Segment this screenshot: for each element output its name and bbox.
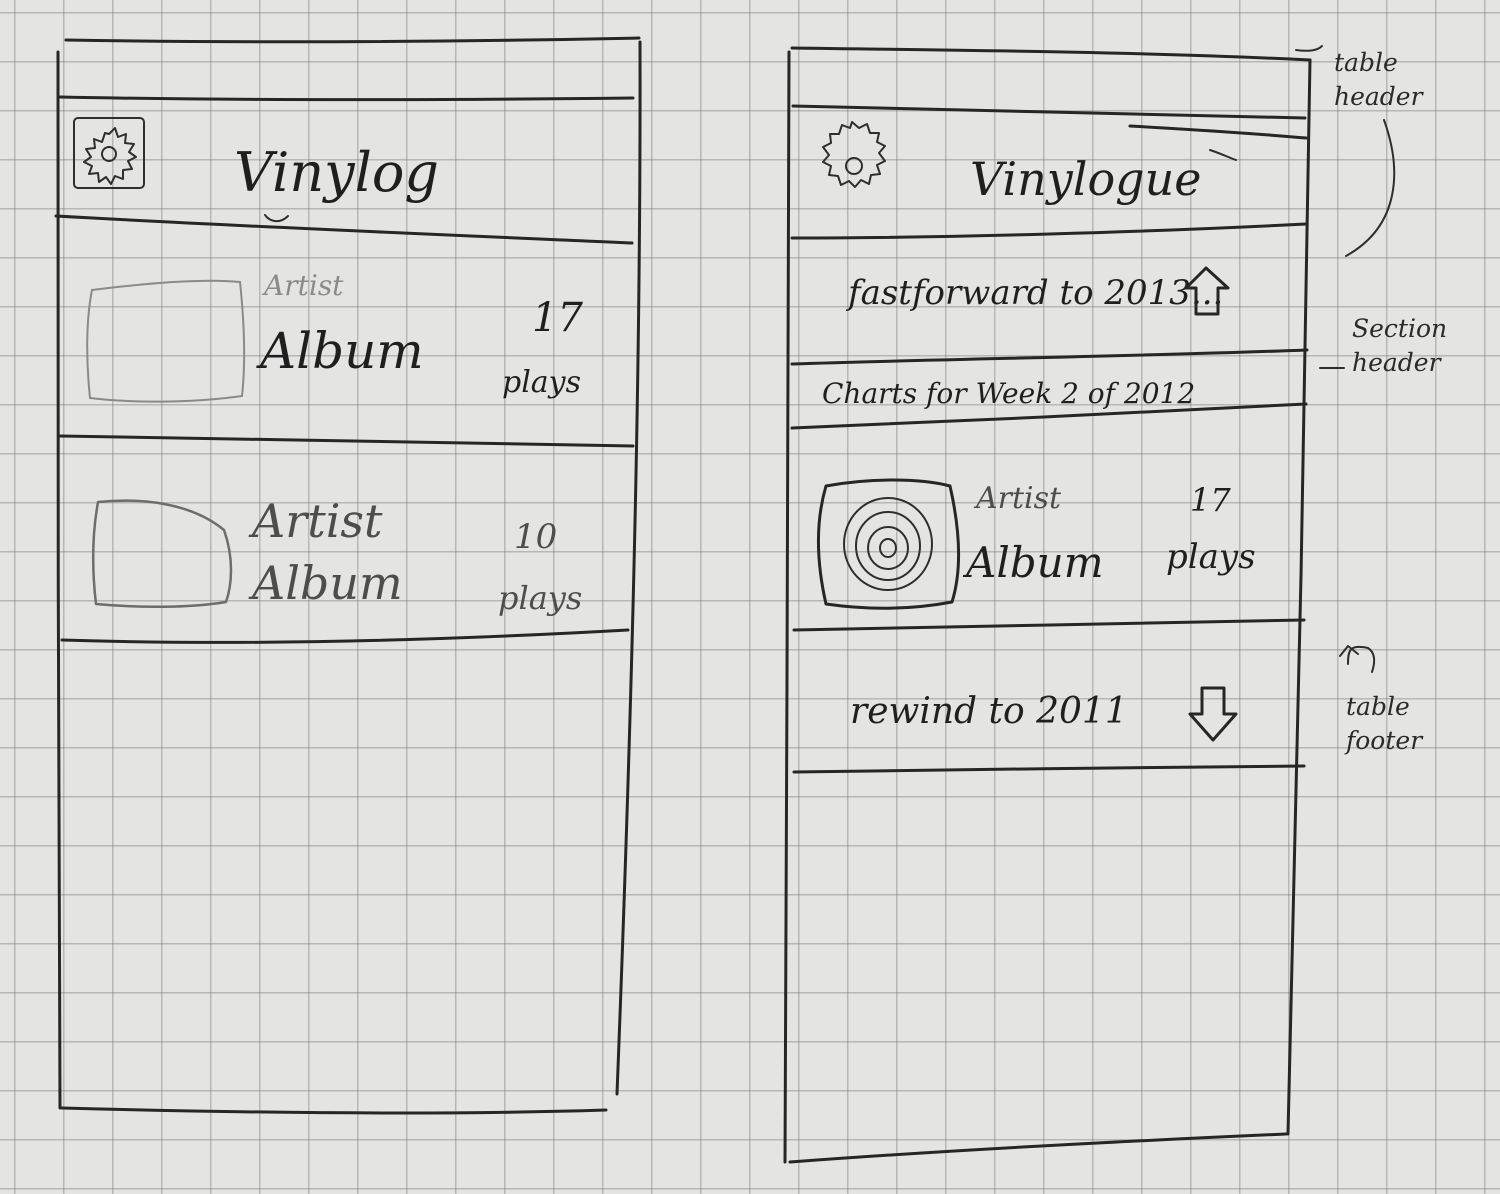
right-app-title: Vinylogue bbox=[970, 152, 1202, 206]
album-label: Album bbox=[252, 556, 403, 610]
album-label: Album bbox=[260, 322, 424, 380]
annotation-table-footer: table footer bbox=[1346, 692, 1423, 755]
artist-label: Artist bbox=[264, 269, 344, 302]
album-label: Album bbox=[966, 538, 1104, 587]
artist-label: Artist bbox=[252, 494, 383, 548]
play-count: 17 bbox=[1190, 481, 1231, 519]
play-count-unit: plays bbox=[498, 579, 583, 617]
fastforward-label[interactable]: fastforward to 2013... bbox=[848, 273, 1224, 313]
artist-label: Artist bbox=[976, 481, 1062, 516]
section-header-title: Charts for Week 2 of 2012 bbox=[822, 377, 1196, 410]
annotation-table-header: table header bbox=[1334, 48, 1423, 111]
play-count-unit: plays bbox=[502, 365, 582, 400]
play-count: 10 bbox=[514, 517, 558, 557]
left-app-title: Vinylog bbox=[234, 141, 439, 204]
rewind-label[interactable]: rewind to 2011 bbox=[850, 691, 1128, 732]
play-count: 17 bbox=[532, 295, 583, 341]
play-count-unit: plays bbox=[1166, 537, 1256, 577]
annotation-section-header: Section header bbox=[1352, 314, 1448, 377]
